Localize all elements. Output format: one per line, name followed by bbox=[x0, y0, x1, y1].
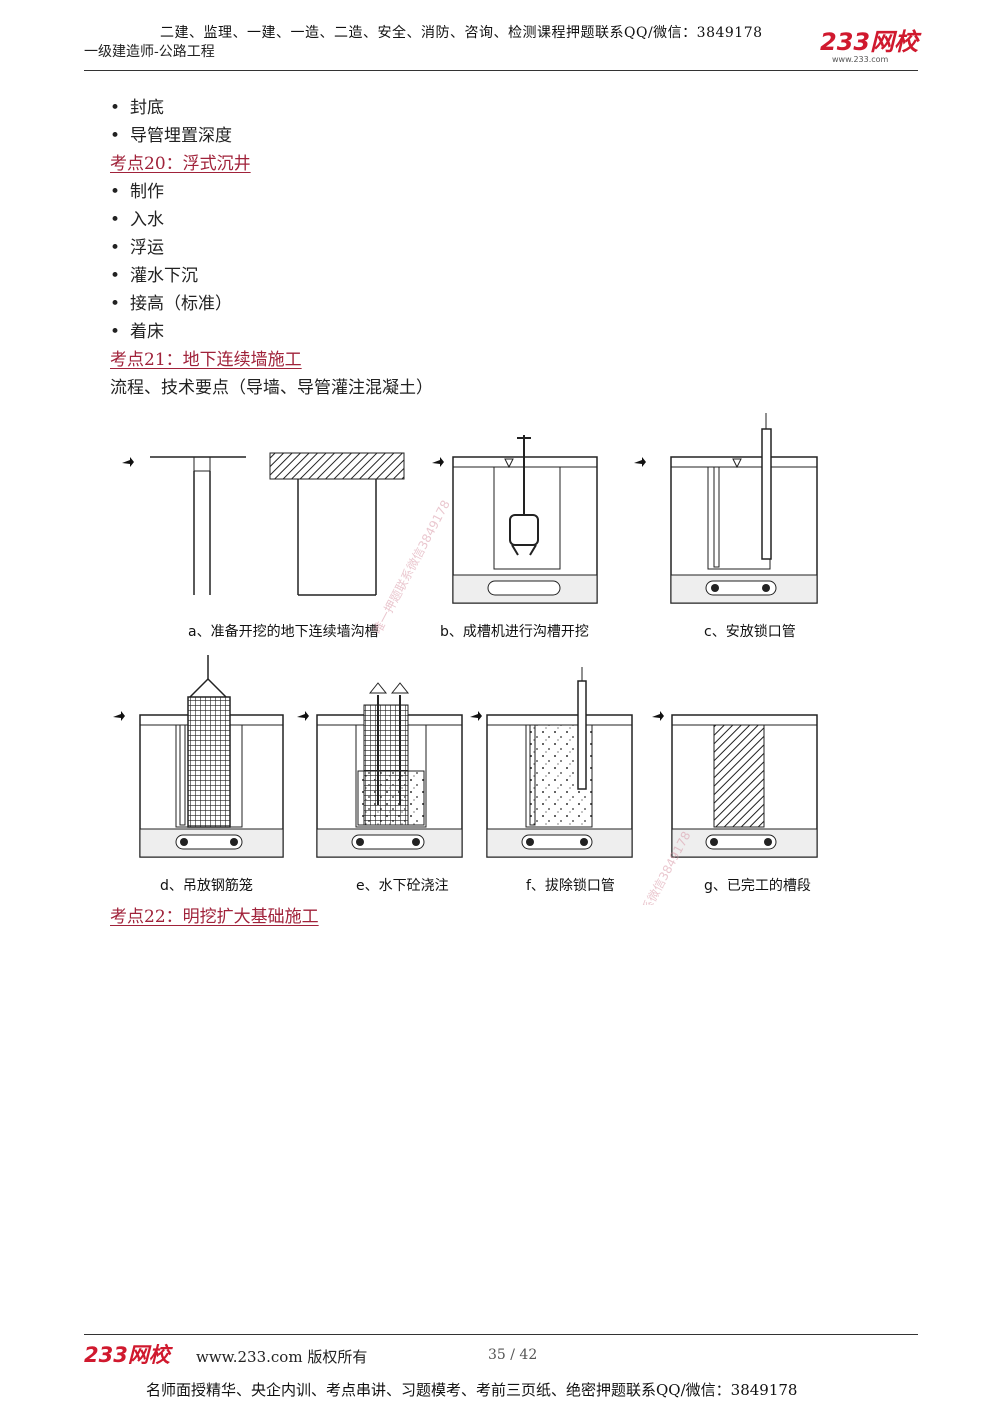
caption-d: d、吊放钢筋笼 bbox=[160, 877, 253, 894]
page-number: 35 / 42 bbox=[488, 1347, 538, 1363]
watermark: 唯一联系微信3849178 bbox=[622, 829, 693, 905]
footer-banner: 名师面授精华、央企内训、考点串讲、习题模考、考前三页纸、绝密押题联系QQ/微信：… bbox=[146, 1381, 798, 1399]
section-heading-20: 考点20：浮式沉井 bbox=[110, 154, 251, 174]
list-item: •入水 bbox=[110, 210, 164, 230]
caption-e: e、水下砼浇注 bbox=[356, 878, 449, 894]
logo-233-top: 233网校 www.233.com bbox=[820, 28, 922, 64]
watermark: 唯一押题联系微信3849178 bbox=[370, 498, 453, 637]
svg-text:www.233.com: www.233.com bbox=[832, 55, 889, 64]
list-item: •着床 bbox=[110, 322, 164, 342]
panel-g-completed-segment bbox=[652, 711, 818, 858]
panel-c-lock-pipe bbox=[634, 413, 818, 604]
section-heading-21: 考点21：地下连续墙施工 bbox=[110, 350, 302, 370]
panel-a-trench-prep bbox=[122, 452, 405, 596]
header-subtitle: 一级建造师-公路工程 bbox=[84, 44, 215, 60]
panel-f-remove-pipe bbox=[470, 667, 633, 858]
panel-e-concrete-pour bbox=[297, 682, 463, 858]
section-text-21: 流程、技术要点（导墙、导管灌注混凝土） bbox=[110, 378, 433, 398]
caption-a: a、准备开挖的地下连续墙沟槽 bbox=[188, 623, 379, 640]
caption-f: f、拔除锁口管 bbox=[526, 878, 615, 894]
section-heading-22: 考点22：明挖扩大基础施工 bbox=[110, 907, 319, 927]
svg-text:233网校: 233网校 bbox=[820, 28, 922, 56]
footer-rule bbox=[84, 1334, 918, 1335]
diaphragm-wall-figure: a、准备开挖的地下连续墙沟槽 b、成槽机进行沟槽开挖 c、安放锁口管 d、吊放钢… bbox=[113, 413, 818, 905]
list-item: •接高（标准） bbox=[110, 294, 232, 314]
list-item: •制作 bbox=[110, 182, 164, 202]
header-banner: 二建、监理、一建、一造、二造、安全、消防、咨询、检测课程押题联系QQ/微信：38… bbox=[160, 25, 763, 41]
list-item: •导管埋置深度 bbox=[110, 126, 232, 146]
svg-text:233网校: 233网校 bbox=[84, 1343, 174, 1367]
list-item: •灌水下沉 bbox=[110, 266, 198, 286]
list-item: •封底 bbox=[110, 98, 164, 118]
caption-b: b、成槽机进行沟槽开挖 bbox=[440, 624, 589, 640]
panel-d-rebar-cage bbox=[113, 655, 284, 858]
logo-233-bottom: 233网校 bbox=[84, 1343, 174, 1367]
caption-g: g、已完工的槽段 bbox=[704, 878, 811, 894]
panel-b-excavation bbox=[432, 435, 598, 604]
footer-site: www.233.com 版权所有 bbox=[196, 1348, 368, 1366]
caption-c: c、安放锁口管 bbox=[704, 624, 796, 640]
header-rule bbox=[84, 70, 918, 71]
list-item: •浮运 bbox=[110, 238, 164, 258]
